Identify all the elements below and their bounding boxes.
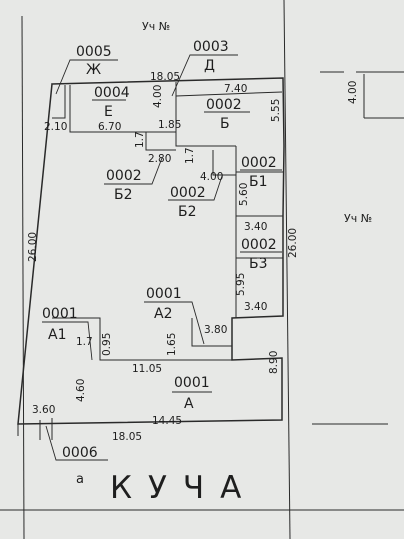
partition-e xyxy=(69,82,177,133)
dim-6-70: 6.70 xyxy=(98,121,121,133)
unit-label-a1: А1 xyxy=(48,327,66,343)
dim-4-00-neighbour: 4.00 xyxy=(347,81,359,104)
unit-label-a2: А2 xyxy=(154,306,172,322)
unit-code-0002-b2a: 0002 xyxy=(106,168,142,184)
unit-code-0002-b: 0002 xyxy=(206,97,242,113)
dim-4-00-e: 4.00 xyxy=(152,85,164,108)
dim-5-55: 5.55 xyxy=(270,99,282,122)
unit-code-0001-a2: 0001 xyxy=(146,286,182,302)
dim-2-80: 2.80 xyxy=(148,153,171,165)
parcel-label-top: Уч № xyxy=(142,20,170,33)
unit-code-0002-b3: 0002 xyxy=(241,237,277,253)
partition-b-top xyxy=(175,91,283,97)
dim-0-95: 0.95 xyxy=(101,333,113,356)
leader-0002b2-b xyxy=(168,175,223,201)
unit-code-0004: 0004 xyxy=(94,85,130,101)
unit-label-d: Д xyxy=(204,58,215,74)
dim-18-05-bottom: 18.05 xyxy=(112,431,142,443)
street-letter: а xyxy=(76,472,84,487)
leader-0001a1 xyxy=(42,321,93,361)
dim-4-60: 4.60 xyxy=(75,379,87,402)
leader-0003 xyxy=(171,54,238,97)
unit-label-b3: Б3 xyxy=(249,256,268,272)
leader-0006 xyxy=(45,425,108,461)
parcel-label-right: Уч № xyxy=(344,212,372,225)
building-outline xyxy=(17,77,285,425)
parcel-right-boundary xyxy=(283,0,291,539)
dim-8-90: 8.90 xyxy=(268,351,280,374)
dim-1-85: 1.85 xyxy=(158,119,181,131)
unit-label-e: Е xyxy=(104,104,113,120)
dim-1-65: 1.65 xyxy=(166,333,178,356)
unit-label-b2b: Б2 xyxy=(178,204,197,220)
dim-1-7-c: 1.7 xyxy=(76,336,93,348)
dim-1-7-a: 1.7 xyxy=(134,131,146,148)
dim-2-10: 2.10 xyxy=(44,121,67,133)
unit-code-0002-b1: 0002 xyxy=(241,155,277,171)
partition-zh xyxy=(52,85,66,119)
dim-26-00-left: 26.00 xyxy=(27,232,39,262)
unit-code-0006: 0006 xyxy=(62,445,98,461)
unit-label-b1: Б1 xyxy=(249,174,268,190)
street-name: КУЧА xyxy=(110,470,257,506)
unit-code-0003: 0003 xyxy=(193,39,229,55)
partition-a2 xyxy=(191,318,232,347)
leader-0001a2 xyxy=(144,301,205,345)
partition-b-bottom xyxy=(175,132,236,147)
dim-3-80: 3.80 xyxy=(204,324,227,336)
leader-0002b2-a xyxy=(104,157,163,185)
unit-code-0002-b2b: 0002 xyxy=(170,185,206,201)
dim-26-00-right: 26.00 xyxy=(287,228,299,258)
dim-5-60: 5.60 xyxy=(238,183,250,206)
dim-3-60: 3.60 xyxy=(32,404,55,416)
dim-1-7-b: 1.7 xyxy=(184,147,196,164)
unit-code-0005: 0005 xyxy=(76,44,112,60)
dim-18-05-top: 18.05 xyxy=(150,71,180,83)
unit-code-0001-a1: 0001 xyxy=(42,306,78,322)
dim-5-95: 5.95 xyxy=(235,273,247,296)
unit-label-zh: Ж xyxy=(86,62,101,78)
partition-a1 xyxy=(52,317,232,361)
unit-label-a: А xyxy=(184,396,194,412)
dim-3-40-a: 3.40 xyxy=(244,221,267,233)
leader-0005 xyxy=(55,59,118,95)
dim-7-40: 7.40 xyxy=(224,83,247,95)
dim-14-45: 14.45 xyxy=(152,415,182,427)
unit-label-b2a: Б2 xyxy=(114,187,133,203)
dim-11-05: 11.05 xyxy=(132,363,162,375)
partition-b2-step xyxy=(145,132,176,151)
unit-code-0001-a: 0001 xyxy=(174,375,210,391)
dim-4-00-b2: 4.00 xyxy=(200,171,223,183)
dim-3-40-b: 3.40 xyxy=(244,301,267,313)
unit-label-b: Б xyxy=(220,116,230,132)
parcel-left-boundary xyxy=(21,15,25,539)
